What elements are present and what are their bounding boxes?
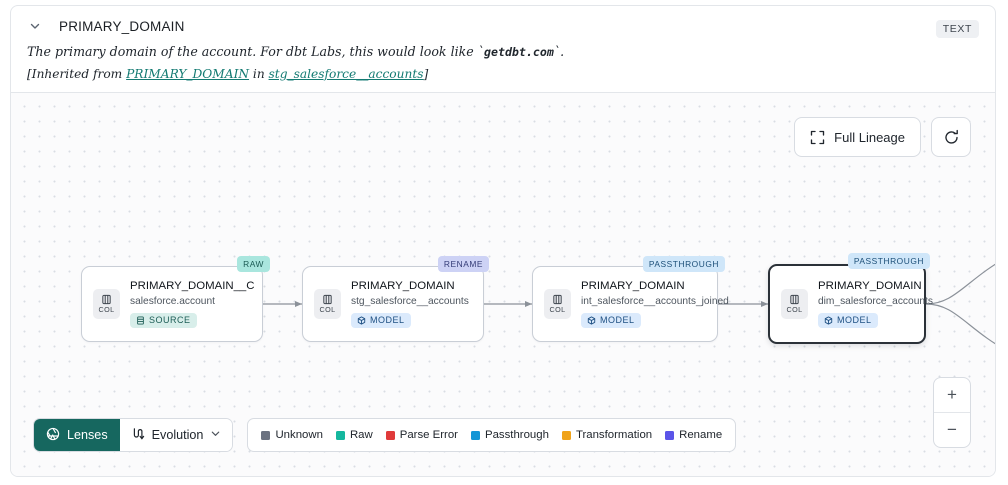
legend-item: Passthrough (470, 429, 549, 441)
node-kind-label: MODEL (370, 315, 405, 326)
legend-item: Parse Error (385, 429, 458, 441)
lineage-canvas[interactable]: Full Lineage RAW COL PRIM (11, 92, 995, 476)
column-detail-panel: PRIMARY_DOMAIN TEXT The primary domain o… (10, 5, 996, 477)
description-suffix: `. (553, 44, 565, 59)
description-prefix: The primary domain of the account. For d… (27, 44, 485, 59)
column-chip-label: COL (786, 305, 803, 315)
node-kind-label: MODEL (600, 315, 635, 326)
legend-item: Raw (335, 429, 373, 441)
node-tag: PASSTHROUGH (642, 256, 725, 272)
node-subtitle: int_salesforce__accounts_joined (581, 296, 729, 308)
inherited-suffix: ] (423, 67, 429, 81)
aperture-icon (46, 427, 60, 444)
lenses-group: Lenses Evolution (33, 418, 234, 452)
cube-icon (357, 316, 366, 325)
status-badge: TEXT (935, 20, 979, 38)
evolution-label: Evolution (151, 428, 204, 442)
inherited-prefix: [Inherited from (27, 67, 127, 81)
lineage-node[interactable]: RAW COL PRIMARY_DOMAIN__C salesforce.acc… (81, 256, 270, 342)
node-name: PRIMARY_DOMAIN__C (130, 280, 255, 293)
page-title: PRIMARY_DOMAIN (59, 18, 185, 34)
inherited-from-note: [Inherited from PRIMARY_DOMAIN in stg_sa… (27, 67, 979, 81)
node-kind-badge: MODEL (818, 312, 878, 328)
database-icon (136, 316, 145, 325)
node-tag: RAW (237, 256, 270, 272)
chevron-down-icon[interactable] (27, 18, 43, 34)
node-name: PRIMARY_DOMAIN (351, 280, 455, 293)
canvas-bottom-toolbar: Lenses Evolution (33, 418, 737, 452)
lineage-node[interactable]: RENAME COL PRIMARY_DOMAIN stg_salesforce… (302, 256, 489, 342)
inherited-middle: in (249, 67, 269, 81)
inherited-model-link[interactable]: stg_salesforce__accounts (268, 67, 424, 81)
node-kind-label: SOURCE (149, 315, 191, 326)
legend-swatch (470, 430, 480, 440)
node-name: PRIMARY_DOMAIN (818, 280, 922, 293)
node-subtitle: dim_salesforce_accounts (818, 296, 933, 308)
node-kind-label: MODEL (837, 315, 872, 326)
legend-label: Transformation (575, 429, 653, 441)
description-code: getdbt.com (484, 45, 554, 59)
column-icon: COL (544, 289, 571, 319)
legend-swatch (261, 430, 271, 440)
legend-item: Unknown (261, 429, 323, 441)
legend-item: Rename (665, 429, 722, 441)
legend-label: Passthrough (484, 429, 549, 441)
evolution-icon (131, 427, 145, 444)
column-icon: COL (781, 289, 808, 319)
legend-label: Rename (679, 429, 723, 441)
column-icon: COL (314, 289, 341, 319)
zoom-in-button[interactable]: + (934, 378, 970, 413)
lineage-node[interactable]: PASSTHROUGH COL PRIMARY_DOMAIN int_sales… (532, 256, 729, 342)
node-kind-badge: MODEL (351, 312, 411, 328)
lenses-label: Lenses (67, 428, 108, 442)
node-kind-badge: MODEL (581, 312, 641, 328)
column-chip-label: COL (549, 305, 566, 315)
refresh-button[interactable] (931, 117, 971, 157)
lineage-legend: Unknown Raw Parse Error Passthrough Tran… (247, 418, 737, 452)
column-chip-label: COL (98, 305, 115, 315)
column-chip-label: COL (319, 305, 336, 315)
chevron-down-icon (210, 428, 221, 442)
node-subtitle: salesforce.account (130, 296, 215, 308)
legend-swatch (335, 430, 345, 440)
cube-icon (587, 316, 596, 325)
legend-swatch (385, 430, 395, 440)
cube-icon (824, 316, 833, 325)
legend-swatch (665, 430, 675, 440)
lineage-node-selected[interactable]: PASSTHROUGH COL PRIMARY_DOMAIN dim_sales… (768, 253, 933, 344)
zoom-out-button[interactable]: − (947, 420, 957, 439)
panel-header: PRIMARY_DOMAIN TEXT The primary domain o… (11, 6, 995, 92)
node-tag: PASSTHROUGH (847, 253, 930, 269)
expand-corners-icon (810, 130, 825, 145)
lenses-button[interactable]: Lenses (34, 419, 120, 451)
legend-item: Transformation (561, 429, 653, 441)
legend-label: Raw (349, 429, 373, 441)
node-name: PRIMARY_DOMAIN (581, 280, 685, 293)
column-description: The primary domain of the account. For d… (27, 44, 979, 59)
inherited-column-link[interactable]: PRIMARY_DOMAIN (126, 67, 250, 81)
legend-swatch (561, 430, 571, 440)
column-icon: COL (93, 289, 120, 319)
zoom-controls: + − (933, 377, 971, 448)
node-subtitle: stg_salesforce__accounts (351, 296, 469, 308)
node-tag: RENAME (437, 256, 489, 272)
legend-label: Unknown (275, 429, 323, 441)
evolution-dropdown[interactable]: Evolution (119, 419, 233, 451)
refresh-icon (943, 129, 960, 146)
node-kind-badge: SOURCE (130, 312, 197, 328)
full-lineage-label: Full Lineage (834, 129, 905, 145)
canvas-controls: Full Lineage (794, 117, 971, 157)
legend-label: Parse Error (399, 429, 458, 441)
full-lineage-button[interactable]: Full Lineage (794, 117, 921, 157)
